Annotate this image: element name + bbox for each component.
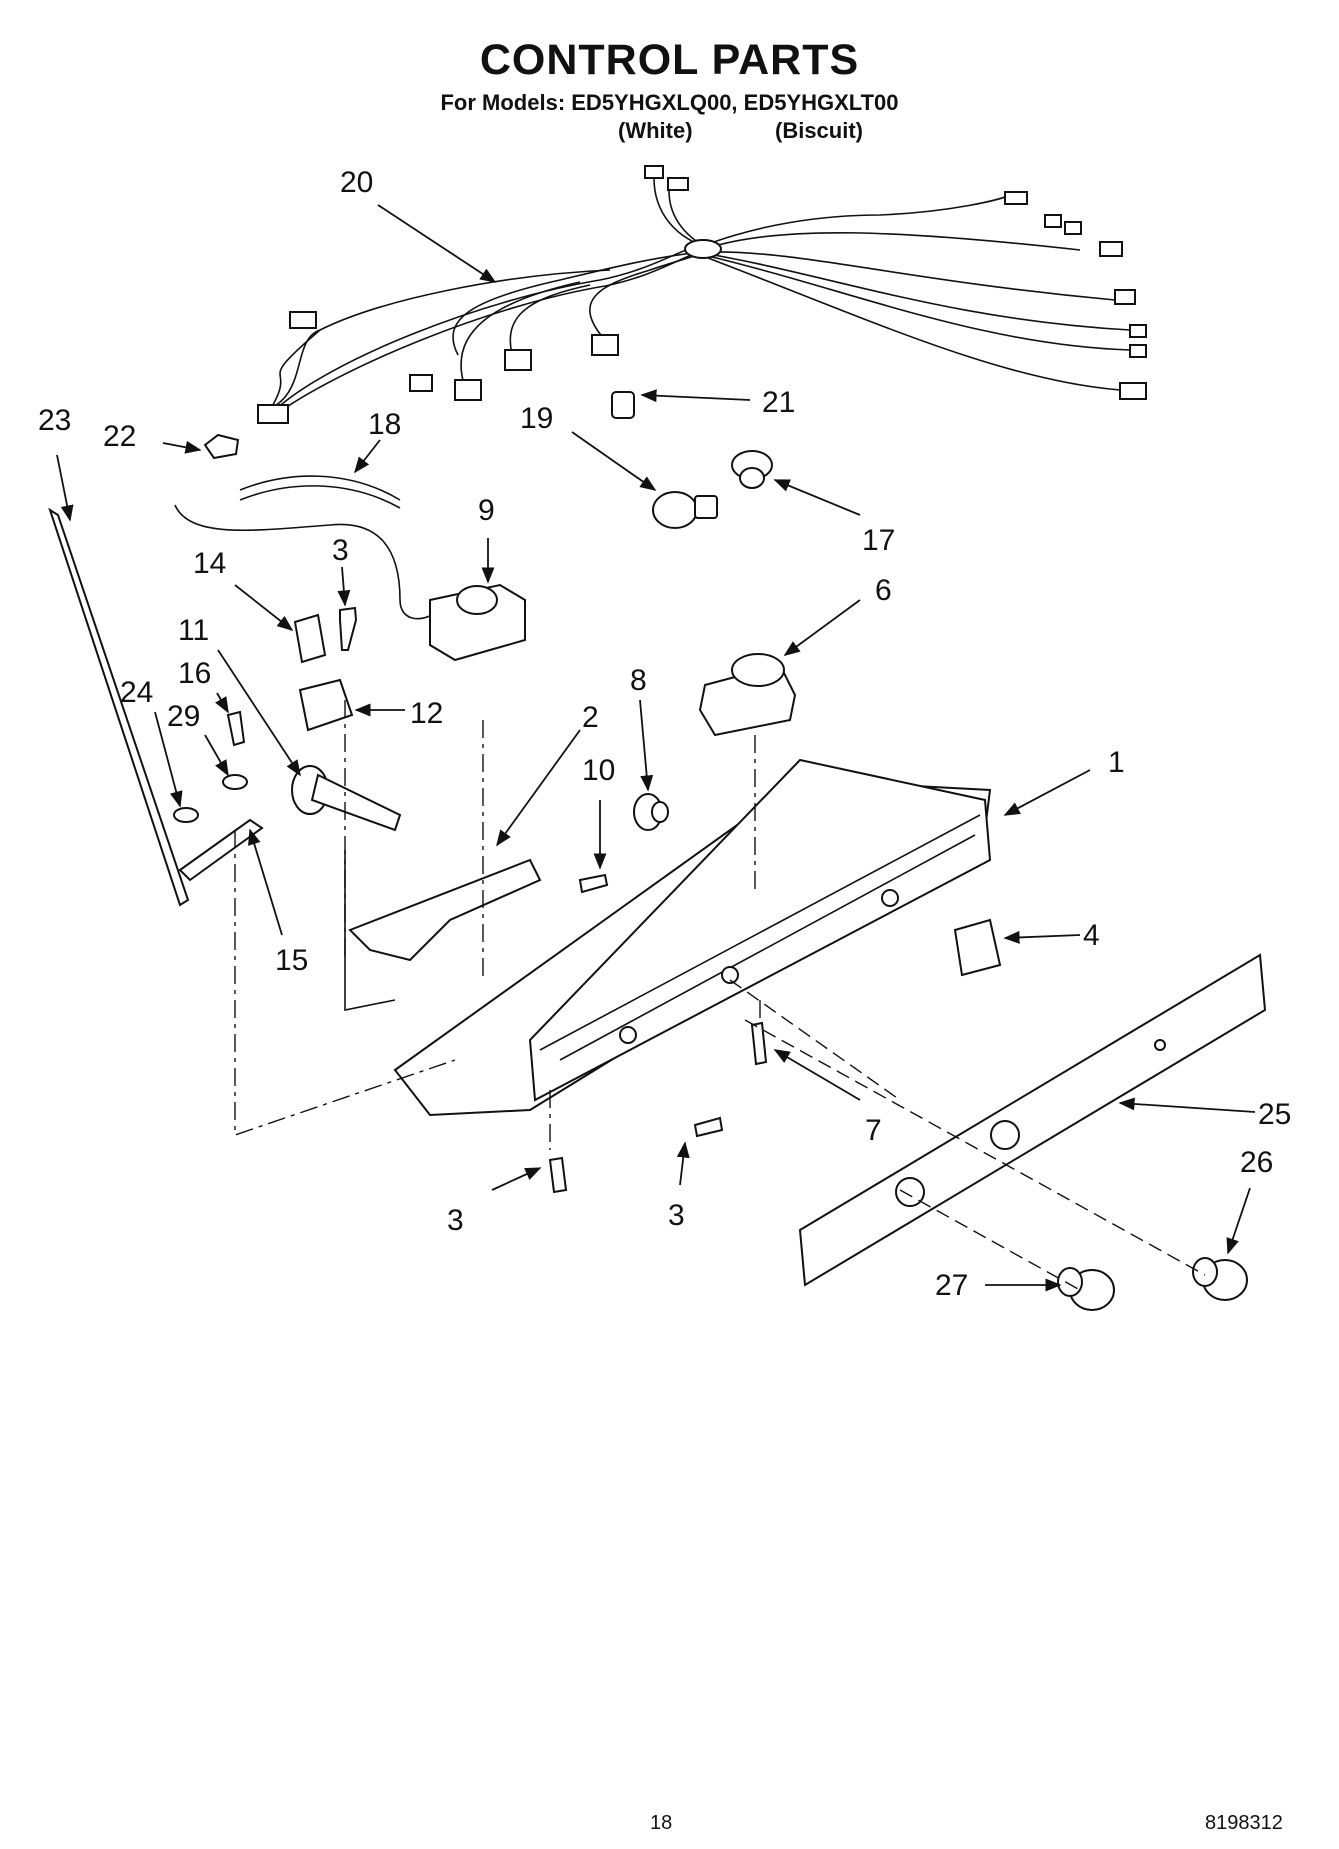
leader-15 bbox=[248, 828, 283, 936]
callout-16: 16 bbox=[178, 657, 211, 690]
leader-6 bbox=[783, 599, 861, 656]
leader-19 bbox=[571, 431, 657, 491]
switch-4-drawing bbox=[953, 918, 1002, 977]
bracket-12-drawing bbox=[298, 678, 354, 732]
page-number: 18 bbox=[650, 1812, 673, 1834]
screw-10-drawing bbox=[578, 873, 609, 894]
lamp-socket-17-drawing bbox=[731, 450, 773, 489]
timer-6-drawing bbox=[698, 653, 797, 737]
leader-7 bbox=[773, 1049, 861, 1101]
callout-14: 14 bbox=[193, 547, 226, 580]
callout-3-bottom-right: 3 bbox=[668, 1199, 685, 1232]
control-housing-1-drawing bbox=[393, 758, 992, 1117]
callout-12: 12 bbox=[410, 697, 443, 730]
callout-17: 17 bbox=[862, 524, 895, 557]
callout-24: 24 bbox=[120, 676, 153, 709]
washer-29-drawing bbox=[222, 774, 248, 790]
leader-18 bbox=[354, 439, 381, 474]
callout-26: 26 bbox=[1240, 1146, 1273, 1179]
callout-21: 21 bbox=[762, 386, 795, 419]
leader-3-bottom-left bbox=[491, 1167, 542, 1191]
leader-16 bbox=[215, 692, 229, 714]
screw-3-top-drawing bbox=[339, 606, 358, 651]
leader-20 bbox=[377, 204, 497, 283]
leader-3-top bbox=[337, 566, 351, 607]
part-8-drawing bbox=[633, 793, 669, 831]
clip-22-drawing bbox=[203, 433, 240, 460]
variant-white-label: (White) bbox=[618, 118, 693, 143]
models-line: For Models: ED5YHGXLQ00, ED5YHGXLT00 bbox=[440, 90, 899, 115]
callout-22: 22 bbox=[103, 420, 136, 453]
callout-23: 23 bbox=[38, 404, 71, 437]
leader-11 bbox=[217, 649, 301, 777]
thermostat-9-drawing bbox=[429, 583, 526, 662]
screw-16-drawing bbox=[226, 710, 246, 747]
callout-1: 1 bbox=[1108, 746, 1125, 779]
part-14-drawing bbox=[293, 613, 327, 664]
callout-4: 4 bbox=[1083, 919, 1100, 952]
callout-3-bottom-left: 3 bbox=[447, 1204, 464, 1237]
callout-3-top: 3 bbox=[332, 534, 349, 567]
callout-9: 9 bbox=[478, 494, 495, 527]
callout-11: 11 bbox=[178, 614, 209, 647]
leader-23 bbox=[56, 454, 74, 522]
callout-19: 19 bbox=[520, 402, 553, 435]
document-number: 8198312 bbox=[1205, 1812, 1283, 1834]
callout-7: 7 bbox=[865, 1114, 882, 1147]
screw-3-bottom-left-drawing bbox=[548, 1156, 568, 1194]
callout-2: 2 bbox=[582, 701, 599, 734]
callout-15: 15 bbox=[275, 944, 308, 977]
knob-26-drawing bbox=[1192, 1257, 1248, 1301]
page-title: CONTROL PARTS bbox=[479, 36, 860, 84]
washer-24-drawing bbox=[173, 807, 199, 823]
leader-22 bbox=[162, 440, 202, 454]
clip-21-drawing bbox=[611, 391, 635, 419]
callout-25: 25 bbox=[1258, 1098, 1291, 1131]
screw-3-bottom-right-drawing bbox=[693, 1116, 724, 1138]
leader-29 bbox=[204, 734, 229, 777]
leader-4 bbox=[1003, 930, 1081, 944]
screw-7-drawing bbox=[750, 1021, 768, 1066]
lever-15-drawing bbox=[178, 818, 264, 882]
leader-25 bbox=[1118, 1097, 1256, 1113]
callout-10: 10 bbox=[582, 754, 615, 787]
callout-29: 29 bbox=[167, 700, 200, 733]
leader-1 bbox=[1003, 769, 1091, 816]
leader-8 bbox=[639, 699, 654, 792]
tube-18-drawing bbox=[239, 475, 401, 501]
callout-20: 20 bbox=[340, 166, 373, 199]
bracket-2-drawing bbox=[348, 858, 542, 962]
panel-25-drawing bbox=[798, 953, 1267, 1287]
leader-3-bottom-right bbox=[676, 1141, 690, 1186]
light-bulb-19-drawing bbox=[652, 491, 718, 529]
callout-8: 8 bbox=[630, 664, 647, 697]
leader-26 bbox=[1226, 1187, 1251, 1255]
leader-14 bbox=[234, 584, 294, 632]
callout-18: 18 bbox=[368, 408, 401, 441]
leader-2 bbox=[496, 729, 581, 847]
leader-21 bbox=[640, 389, 751, 403]
leader-24 bbox=[154, 711, 183, 808]
shaft-11-drawing bbox=[291, 765, 402, 832]
wire-harness-drawing bbox=[257, 165, 1147, 424]
rod-23-drawing bbox=[48, 507, 190, 907]
knob-27-drawing bbox=[1057, 1267, 1115, 1311]
variant-biscuit-label: (Biscuit) bbox=[775, 118, 863, 143]
callout-27: 27 bbox=[935, 1269, 968, 1302]
leader-17 bbox=[773, 479, 861, 516]
callout-6: 6 bbox=[875, 574, 892, 607]
